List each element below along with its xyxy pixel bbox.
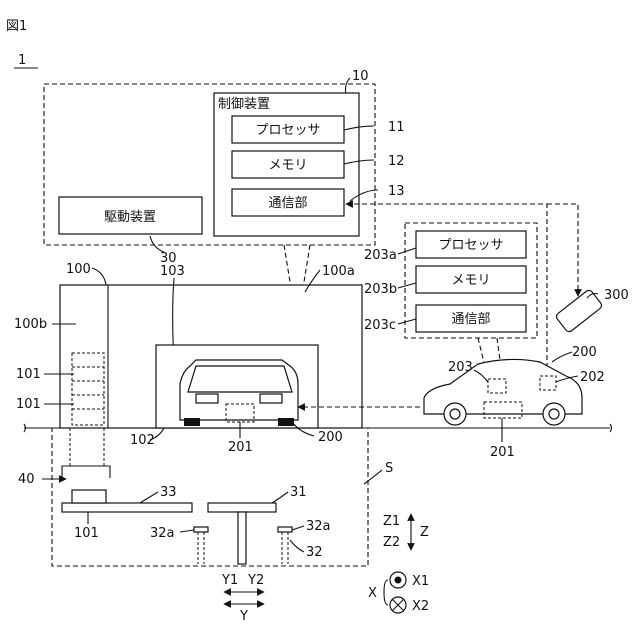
garage-floor-ref: 102 [130, 433, 155, 448]
vehicle-drive-ref: 201 [490, 445, 515, 460]
building-ref: 100 [66, 262, 91, 277]
axis-x: X [368, 586, 377, 601]
turntable-leader [272, 492, 288, 503]
turntable-ref: 31 [290, 485, 307, 500]
processor-label: プロセッサ [255, 123, 320, 138]
vehicle-memory-ref: 203b [364, 282, 397, 297]
control-device-title: 制御装置 [218, 97, 270, 112]
support-pad-left-ref: 32a [150, 526, 175, 541]
control-device-ref: 10 [352, 69, 369, 84]
axis-z1: Z1 [383, 514, 400, 529]
building-body-ref: 100a [322, 264, 355, 279]
vehicle-processor-leader [398, 248, 416, 254]
vehicle-sensor-ref: 202 [580, 370, 605, 385]
support-pad-left-leader [180, 530, 194, 532]
smartphone-icon [555, 289, 603, 333]
parked-car-unit-ref: 201 [228, 440, 253, 455]
axis-x2: X2 [412, 599, 429, 614]
figure-label: 図1 [6, 19, 27, 34]
support-pad-right-ref: 32a [306, 519, 331, 534]
memory-label: メモリ [268, 158, 307, 173]
drive-device-leader [150, 236, 164, 252]
space-ref: S [385, 461, 393, 476]
axis-y: Y [239, 609, 248, 624]
stored-item-ref: 101 [74, 526, 99, 541]
system-ref: 1 [18, 53, 26, 68]
comm-ref: 13 [388, 184, 405, 199]
support-pad-left [194, 527, 208, 532]
x1-dot-center [395, 577, 402, 584]
vehicle-memory-label: メモリ [451, 273, 490, 288]
storage-ref-lower: 101 [16, 397, 41, 412]
axis-y2: Y2 [247, 573, 264, 588]
building-leader [92, 268, 106, 285]
axis-z2: Z2 [383, 535, 400, 550]
drive-device-label: 駆動装置 [104, 210, 156, 225]
arriving-vehicle-leader [552, 352, 572, 362]
vehicle-processor-ref: 203a [364, 248, 397, 263]
space-leader [364, 470, 382, 484]
vehicle-processor-label: プロセッサ [438, 238, 503, 253]
storage-tower-ref: 100b [14, 317, 47, 332]
parked-car-ref: 200 [318, 430, 343, 445]
turntable [208, 503, 276, 512]
axis-y1: Y1 [221, 573, 238, 588]
comm-label: 通信部 [268, 196, 307, 211]
ground-break-right [610, 424, 612, 432]
arriving-vehicle-ref: 200 [572, 345, 597, 360]
lift-ref: 40 [18, 472, 35, 487]
platform-ref: 33 [160, 485, 177, 500]
comm-link-phone [547, 204, 578, 296]
x-axis-bracket [384, 580, 388, 605]
support-pad-right [278, 527, 292, 532]
turntable-shaft [238, 512, 246, 564]
platform-leader [140, 492, 158, 503]
support-ref: 32 [306, 545, 323, 560]
storage-ref-upper: 101 [16, 367, 41, 382]
axis-z: Z [420, 525, 429, 540]
processor-ref: 11 [388, 120, 405, 135]
smartphone-ref: 300 [604, 288, 629, 303]
vehicle-memory-leader [398, 283, 416, 288]
parked-car [180, 360, 298, 426]
vehicle-comm-label: 通信部 [451, 312, 490, 327]
support-leader [290, 540, 304, 552]
vehicle-comm-ref: 203c [364, 318, 396, 333]
entrance-ref: 103 [160, 264, 185, 279]
support-pad-right-leader [292, 526, 304, 530]
axis-x1: X1 [412, 574, 429, 589]
vehicle-comm-leader [398, 319, 416, 324]
stored-item [72, 490, 106, 503]
memory-ref: 12 [388, 154, 405, 169]
transfer-platform [62, 503, 192, 512]
vehicle-unit-ref: 203 [448, 360, 473, 375]
lift-carriage [62, 466, 110, 478]
